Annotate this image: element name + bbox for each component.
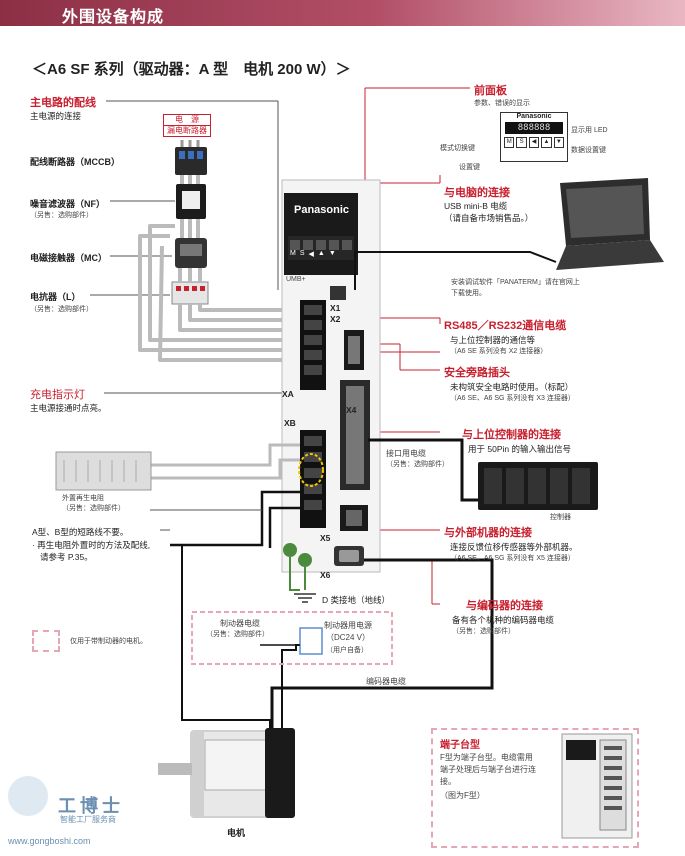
motor-label: 电机 [227,828,246,838]
external-line1: 连接反馈位移传感器等外部机器。 [450,542,578,552]
encoder-line1: 备有各个机种的编码器电缆 [452,615,555,625]
watermark-logo: 工博士 [58,796,124,816]
setting-key-label: 设置键 [459,164,480,171]
ground-label: D 类接地（地线） [322,595,391,605]
terminal-line4: （图为F型） [440,791,485,800]
regen-caption: 外置再生电阻 [62,495,104,502]
regen-note: （另售：选购部件） [62,505,125,512]
drive-key-up: ▲ [317,250,325,257]
power-source-label: 电 源 [175,115,199,124]
connector-x4: X4 [346,405,357,415]
terminal-title: 端子台型 [440,740,480,751]
rs485-line1: 与上位控制器的通信等 [450,335,536,345]
mode-switch-label: 模式切换键 [440,145,475,152]
left-key[interactable]: ◀ [528,137,540,148]
drive-key-s: S [299,250,305,257]
interface-cable-note: （另售：选购部件） [386,461,449,468]
brake-power-label: 制动器用电源 [324,621,372,630]
host-line1: 用于 50Pin 的输入输出信号 [468,444,571,454]
terminal-block-box [431,728,639,848]
watermark-subtitle: 智能工厂服务商 [60,815,116,824]
watermark-mascot-icon [8,776,48,816]
pc-connection-title: 与电脑的连接 [444,187,510,199]
down-key[interactable]: ▼ [553,137,565,148]
external-title: 与外部机器的连接 [444,527,532,539]
set-key[interactable]: S [516,137,527,148]
brake-cable-note: （另售：选购部件） [206,631,269,638]
led-label: 显示用 LED [571,127,608,134]
drive-key-left: ◀ [308,251,314,258]
charge-lamp-title: 充电指示灯 [30,389,85,401]
drive-key-m: M [290,250,296,257]
rs485-title: RS485／RS232通信电缆 [444,320,567,332]
connector-x2: X2 [330,314,341,324]
short-note-3: 请参考 P.35。 [40,552,93,562]
connector-xa: XA [282,389,294,399]
interface-cable-label: 接口用电缆 [386,449,426,458]
leakage-breaker-label: 漏电断路器 [164,125,210,136]
mode-key[interactable]: M [504,137,515,148]
pc-connection-line2: （请自备市场销售品。） [444,213,534,223]
safety-line1: 未构筑安全电路时使用。（标配） [450,382,574,392]
connector-xb: XB [284,418,296,428]
led-display: 888888 [505,122,563,134]
data-set-label: 数据设置键 [571,147,606,154]
short-note-1: A型、B型的短路线不要。 [32,527,129,537]
encoder-title: 与编码器的连接 [466,600,543,612]
mccb-label: 配线断路器（MCCB） [30,157,120,167]
reactor-label: 电抗器（L） [30,292,81,302]
pc-connection-line1: USB mini-B 电缆 [444,201,508,211]
main-wire-desc: 主电源的连接 [30,111,82,121]
drive-usb-label: UMB+ [286,276,306,283]
software-note-1: 安装调试软件「PANATERM」请在官网上 [451,279,580,286]
power-source-box: 电 源 漏电断路器 [163,114,211,137]
connector-x5: X5 [320,533,331,543]
short-note-2: · 再生电阻外置时的方法及配线, [32,540,151,550]
charge-lamp-desc: 主电源接通时点亮。 [30,403,107,413]
terminal-line2: 端子处理后与端子台进行连 [440,765,536,774]
nf-note: （另售：选购部件） [30,212,93,219]
up-key[interactable]: ▲ [541,137,552,148]
front-panel-illustration: Panasonic 888888 M S ◀ ▲ ▼ [500,112,568,162]
front-panel-brand: Panasonic [516,113,552,120]
section-header: 外围设备构成 [0,0,685,26]
terminal-line3: 接。 [440,777,456,786]
drive-key-down: ▼ [328,250,336,257]
drive-brand: Panasonic [294,204,350,216]
page-subtitle: ＜A6 SF 系列（驱动器：A 型 电机 200 W）＞ [32,61,351,78]
controller-label: 控制器 [550,514,571,521]
main-wire-title: 主电路的配线 [30,97,96,109]
terminal-line1: F型为端子台型。电缆需用 [440,753,533,762]
drive-keys: M S ◀ ▲ ▼ [290,250,360,258]
host-title: 与上位控制器的连接 [462,429,561,441]
safety-note: （A6 SE、A6 SG 系列没有 X3 连接器） [450,395,575,402]
front-panel-title: 前面板 [474,85,507,97]
safety-title: 安全旁路插头 [444,367,510,379]
brake-legend-text: 仅用于带制动器的电机。 [70,638,147,645]
front-panel-keys: M S ◀ ▲ ▼ [504,137,565,148]
external-note: （A6 SE、A6 SG 系列没有 X5 连接器） [450,555,575,562]
front-panel-desc: 参数、错误的显示 [474,100,530,107]
software-note-2: 下载使用。 [451,290,486,297]
mc-label: 电磁接触器（MC） [30,253,107,263]
encoder-cable-label: 编码器电缆 [366,677,406,686]
rs485-note: （A6 SE 系列没有 X2 连接器） [450,348,548,355]
brake-power-note: （用户自备） [326,647,368,654]
reactor-note: （另售：选购部件） [30,306,93,313]
brake-legend-swatch [32,630,60,652]
watermark-url: www.gongboshi.com [8,836,91,846]
brake-cable-label: 制动器电缆 [220,619,260,628]
nf-label: 噪音滤波器（NF） [30,199,105,209]
section-title: 外围设备构成 [62,9,165,26]
connector-x6: X6 [320,570,331,580]
connector-x1: X1 [330,303,341,313]
brake-power-voltage: （DC24 V） [326,633,371,642]
encoder-note: （另售：选购部件） [452,628,515,635]
